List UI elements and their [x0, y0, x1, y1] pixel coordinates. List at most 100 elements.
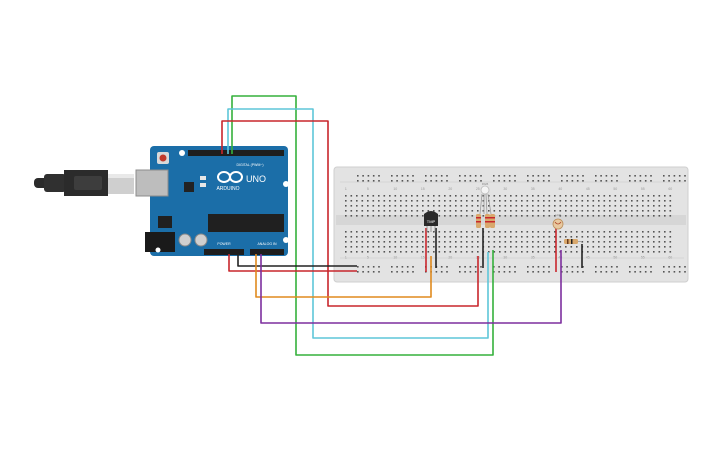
breadboard-hole[interactable] [664, 241, 666, 243]
breadboard-hole[interactable] [603, 195, 606, 197]
breadboard-hole[interactable] [469, 175, 472, 177]
breadboard-hole[interactable] [471, 215, 474, 217]
breadboard-hole[interactable] [449, 236, 452, 238]
breadboard-hole[interactable] [576, 180, 579, 182]
breadboard-hole[interactable] [367, 180, 370, 182]
breadboard-hole[interactable] [658, 200, 661, 202]
breadboard-hole[interactable] [587, 195, 589, 197]
breadboard-hole[interactable] [537, 205, 540, 207]
breadboard-hole[interactable] [566, 266, 568, 268]
breadboard-hole[interactable] [493, 205, 496, 207]
breadboard-hole[interactable] [449, 241, 452, 243]
breadboard-hole[interactable] [471, 205, 474, 207]
breadboard-hole[interactable] [372, 246, 375, 248]
breadboard-hole[interactable] [668, 180, 670, 182]
breadboard-hole[interactable] [471, 251, 474, 253]
breadboard-hole[interactable] [345, 215, 347, 217]
breadboard-hole[interactable] [510, 215, 512, 217]
breadboard-hole[interactable] [477, 205, 479, 207]
breadboard-hole[interactable] [391, 180, 393, 182]
breadboard-hole[interactable] [438, 215, 441, 217]
breadboard-hole[interactable] [396, 266, 398, 268]
breadboard-hole[interactable] [493, 175, 495, 177]
breadboard-hole[interactable] [406, 175, 409, 177]
breadboard-hole[interactable] [372, 215, 375, 217]
breadboard-hole[interactable] [616, 266, 618, 268]
breadboard-hole[interactable] [378, 195, 380, 197]
breadboard-hole[interactable] [614, 210, 617, 212]
breadboard-hole[interactable] [422, 236, 424, 238]
breadboard-hole[interactable] [521, 236, 523, 238]
breadboard-hole[interactable] [592, 246, 595, 248]
breadboard-hole[interactable] [471, 200, 474, 202]
breadboard-hole[interactable] [614, 246, 617, 248]
breadboard-hole[interactable] [537, 200, 540, 202]
breadboard-hole[interactable] [668, 271, 670, 273]
breadboard-hole[interactable] [435, 175, 438, 177]
breadboard-hole[interactable] [669, 251, 672, 253]
breadboard-hole[interactable] [664, 215, 666, 217]
breadboard-hole[interactable] [598, 231, 600, 233]
breadboard-hole[interactable] [647, 251, 650, 253]
breadboard-hole[interactable] [598, 205, 600, 207]
breadboard-hole[interactable] [433, 231, 435, 233]
breadboard-hole[interactable] [616, 175, 618, 177]
breadboard-hole[interactable] [412, 271, 414, 273]
breadboard-hole[interactable] [566, 175, 568, 177]
breadboard-hole[interactable] [609, 210, 611, 212]
breadboard-hole[interactable] [647, 241, 650, 243]
breadboard-hole[interactable] [378, 210, 380, 212]
breadboard-hole[interactable] [537, 210, 540, 212]
breadboard-hole[interactable] [367, 241, 369, 243]
breadboard-hole[interactable] [642, 215, 644, 217]
breadboard-hole[interactable] [587, 215, 589, 217]
breadboard-hole[interactable] [576, 210, 578, 212]
breadboard-hole[interactable] [440, 180, 443, 182]
breadboard-hole[interactable] [455, 246, 457, 248]
breadboard-hole[interactable] [571, 266, 574, 268]
breadboard-hole[interactable] [394, 231, 397, 233]
breadboard-hole[interactable] [605, 271, 608, 273]
breadboard-hole[interactable] [598, 195, 600, 197]
breadboard-hole[interactable] [389, 251, 391, 253]
breadboard-hole[interactable] [383, 241, 386, 243]
breadboard-hole[interactable] [482, 210, 485, 212]
breadboard-hole[interactable] [372, 195, 375, 197]
breadboard-hole[interactable] [673, 175, 676, 177]
breadboard-hole[interactable] [673, 271, 676, 273]
breadboard-hole[interactable] [372, 236, 375, 238]
breadboard-hole[interactable] [361, 205, 364, 207]
breadboard-hole[interactable] [477, 231, 479, 233]
breadboard-hole[interactable] [459, 266, 461, 268]
breadboard-hole[interactable] [592, 231, 595, 233]
breadboard-hole[interactable] [361, 231, 364, 233]
breadboard-hole[interactable] [526, 246, 529, 248]
breadboard-hole[interactable] [559, 205, 562, 207]
breadboard-hole[interactable] [629, 175, 631, 177]
breadboard-hole[interactable] [582, 271, 584, 273]
breadboard-hole[interactable] [653, 205, 655, 207]
breadboard-hole[interactable] [565, 231, 567, 233]
breadboard-hole[interactable] [345, 200, 347, 202]
breadboard-hole[interactable] [477, 241, 479, 243]
breadboard-hole[interactable] [357, 271, 359, 273]
breadboard-hole[interactable] [559, 195, 562, 197]
breadboard-hole[interactable] [532, 266, 534, 268]
breadboard-hole[interactable] [378, 205, 380, 207]
breadboard-hole[interactable] [634, 180, 636, 182]
breadboard-hole[interactable] [406, 271, 409, 273]
breadboard-hole[interactable] [474, 266, 477, 268]
breadboard-hole[interactable] [372, 251, 375, 253]
breadboard-hole[interactable] [411, 215, 413, 217]
breadboard-hole[interactable] [598, 200, 600, 202]
breadboard-hole[interactable] [521, 246, 523, 248]
breadboard-hole[interactable] [425, 180, 427, 182]
breadboard-hole[interactable] [493, 241, 496, 243]
breadboard-hole[interactable] [614, 200, 617, 202]
breadboard-hole[interactable] [504, 246, 507, 248]
breadboard-hole[interactable] [582, 175, 584, 177]
breadboard-hole[interactable] [416, 210, 419, 212]
breadboard-hole[interactable] [537, 215, 540, 217]
breadboard-hole[interactable] [438, 231, 441, 233]
breadboard-hole[interactable] [570, 195, 573, 197]
